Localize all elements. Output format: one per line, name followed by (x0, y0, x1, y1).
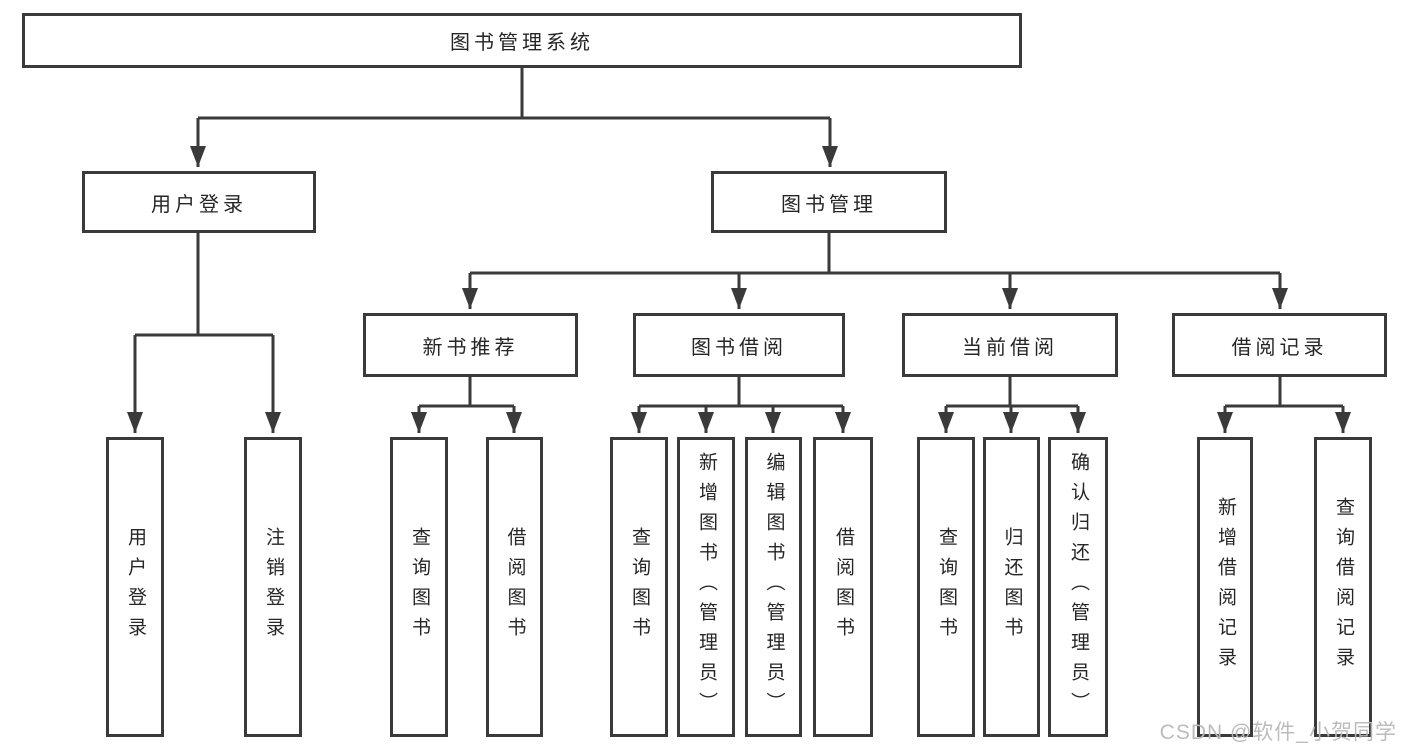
leaf-add-book-admin: 新增图书（管理员） (677, 437, 735, 737)
node-borrowing-records: 借阅记录 (1172, 313, 1387, 377)
leaf-logout: 注销登录 (244, 437, 302, 737)
node-new-book-recommendation: 新书推荐 (363, 313, 578, 377)
node-label: 用户登录 (151, 193, 247, 216)
node-label: 用户登录 (124, 527, 146, 647)
leaf-edit-book-admin: 编辑图书（管理员） (745, 437, 802, 737)
node-label: 查询图书 (935, 527, 957, 647)
node-label: 注销登录 (262, 527, 284, 647)
leaf-borrow-books-borrowing: 借阅图书 (813, 437, 873, 737)
leaf-query-books-current: 查询图书 (917, 437, 975, 737)
node-book-management: 图书管理 (711, 171, 947, 233)
leaf-confirm-return-admin: 确认归还（管理员） (1048, 437, 1108, 737)
leaf-query-borrow-record: 查询借阅记录 (1314, 437, 1372, 737)
leaf-add-borrow-record: 新增借阅记录 (1197, 437, 1253, 737)
node-label: 借阅记录 (1231, 336, 1328, 359)
node-label: 查询图书 (408, 527, 430, 647)
connector-borrowing-records-children (1217, 377, 1351, 433)
node-label: 新增图书（管理员） (695, 452, 717, 722)
csdn-watermark: CSDN @软件_小贺同学 (1159, 721, 1397, 744)
node-book-borrowing: 图书借阅 (633, 313, 845, 377)
connector-user-login-children (127, 233, 281, 433)
node-label: 归还图书 (1001, 527, 1023, 647)
connector-current-borrowing-children (938, 377, 1086, 433)
node-label: 借阅图书 (504, 527, 526, 647)
node-label: 查询借阅记录 (1332, 497, 1354, 677)
node-label: 当前借阅 (962, 336, 1058, 359)
leaf-query-books-borrowing: 查询图书 (610, 437, 668, 737)
node-current-borrowing: 当前借阅 (902, 313, 1118, 377)
connector-book-borrowing-children (631, 377, 851, 433)
node-label: 借阅图书 (832, 527, 854, 647)
node-label: 图书管理系统 (450, 32, 594, 54)
node-library-management-system: 图书管理系统 (22, 13, 1022, 68)
node-label: 图书管理 (781, 193, 877, 216)
node-label: 编辑图书（管理员） (763, 452, 785, 722)
node-user-login: 用户登录 (82, 171, 316, 233)
connector-root-to-level2 (190, 68, 838, 167)
node-label: 图书借阅 (691, 336, 787, 359)
leaf-borrow-books-recommend: 借阅图书 (486, 437, 543, 737)
leaf-query-books-recommend: 查询图书 (390, 437, 448, 737)
node-label: 确认归还（管理员） (1067, 452, 1089, 722)
leaf-user-login: 用户登录 (106, 437, 164, 737)
leaf-return-book: 归还图书 (983, 437, 1040, 737)
node-label: 新增借阅记录 (1214, 497, 1236, 677)
node-label: 查询图书 (628, 527, 650, 647)
node-label: 新书推荐 (422, 336, 519, 359)
connector-book-management-children (462, 233, 1288, 309)
connector-new-book-recommendation-children (411, 377, 522, 433)
